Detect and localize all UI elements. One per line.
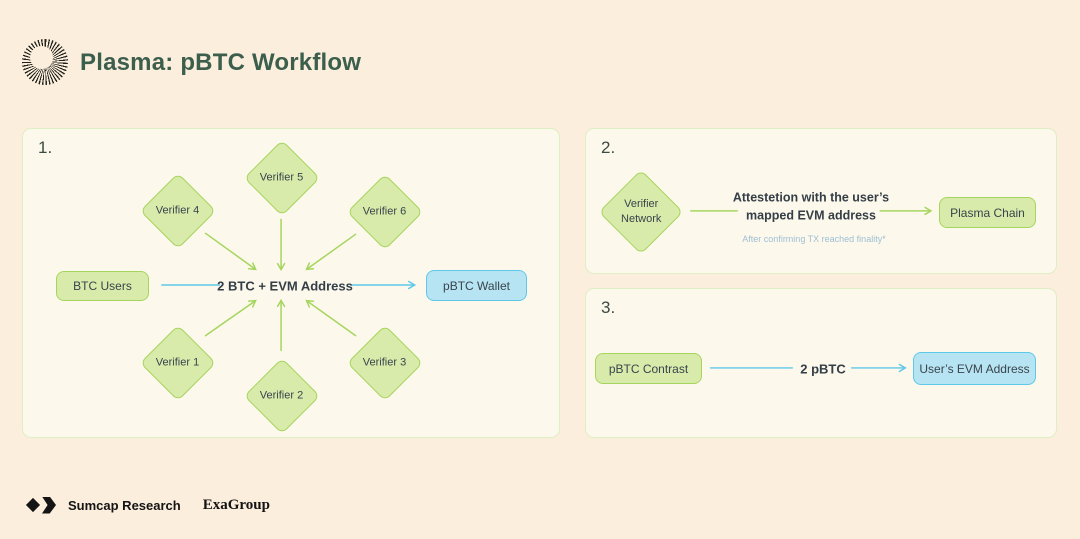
arrow-verifier6-to-center bbox=[305, 233, 357, 271]
panel-1-deposit: 1. Ve bbox=[22, 128, 560, 438]
verifier-3-label: Verifier 3 bbox=[363, 356, 407, 369]
center-flow-label: 2 BTC + EVM Address bbox=[217, 278, 353, 294]
node-pbtc-contrast: pBTC Contrast bbox=[595, 353, 702, 384]
amount-label: 2 pBTC bbox=[800, 361, 846, 377]
spiral-burst-icon bbox=[22, 39, 68, 85]
panel-1-arrows bbox=[161, 218, 417, 352]
node-users-evm-address: User’s EVM Address bbox=[913, 352, 1036, 385]
panel-3-number: 3. bbox=[601, 298, 616, 317]
node-plasma-chain: Plasma Chain bbox=[939, 197, 1036, 228]
sumcap-research-wordmark: Sumcap Research bbox=[68, 497, 181, 513]
panel-2-attestation: 2. Verifier Network Attestetion with the… bbox=[585, 128, 1057, 274]
sumcap-diamond-icon bbox=[25, 497, 41, 513]
arrow-verifier1-to-center bbox=[204, 299, 257, 337]
panel-1-number: 1. bbox=[38, 138, 53, 157]
arrow-verifier3-to-center bbox=[305, 299, 357, 337]
verifier-5-label: Verifier 5 bbox=[260, 171, 304, 184]
verifier-network-label: Verifier Network bbox=[620, 198, 662, 225]
panel-2-number: 2. bbox=[601, 138, 616, 157]
node-btc-users: BTC Users bbox=[56, 271, 149, 301]
arrow-verifier4-to-center bbox=[204, 232, 257, 271]
node-pbtc-wallet: pBTC Wallet bbox=[426, 270, 527, 301]
attestation-title: Attestetion with the user’s mapped EVM a… bbox=[732, 190, 890, 223]
plasma-spiral-logo-icon bbox=[22, 39, 68, 85]
verifier-6-label: Verifier 6 bbox=[363, 205, 407, 218]
page-title: Plasma: pBTC Workflow bbox=[80, 49, 362, 76]
verifier-2-label: Verifier 2 bbox=[260, 389, 304, 402]
verifier-1-label: Verifier 1 bbox=[156, 356, 200, 369]
verifier-4-label: Verifier 4 bbox=[156, 204, 200, 217]
panel-3-mint: 3. pBTC Contrast 2 pBTC User’s EVM Addre… bbox=[585, 288, 1057, 438]
attestation-note: After confirming TX reached finality* bbox=[742, 234, 886, 244]
exagroup-wordmark: ExaGroup bbox=[202, 496, 270, 513]
panel-2-arrows bbox=[690, 206, 933, 216]
panel-3-arrows bbox=[709, 363, 907, 373]
sumcap-chevron-icon bbox=[42, 496, 56, 514]
footer-brands: Sumcap Research ExaGroup bbox=[25, 495, 270, 515]
